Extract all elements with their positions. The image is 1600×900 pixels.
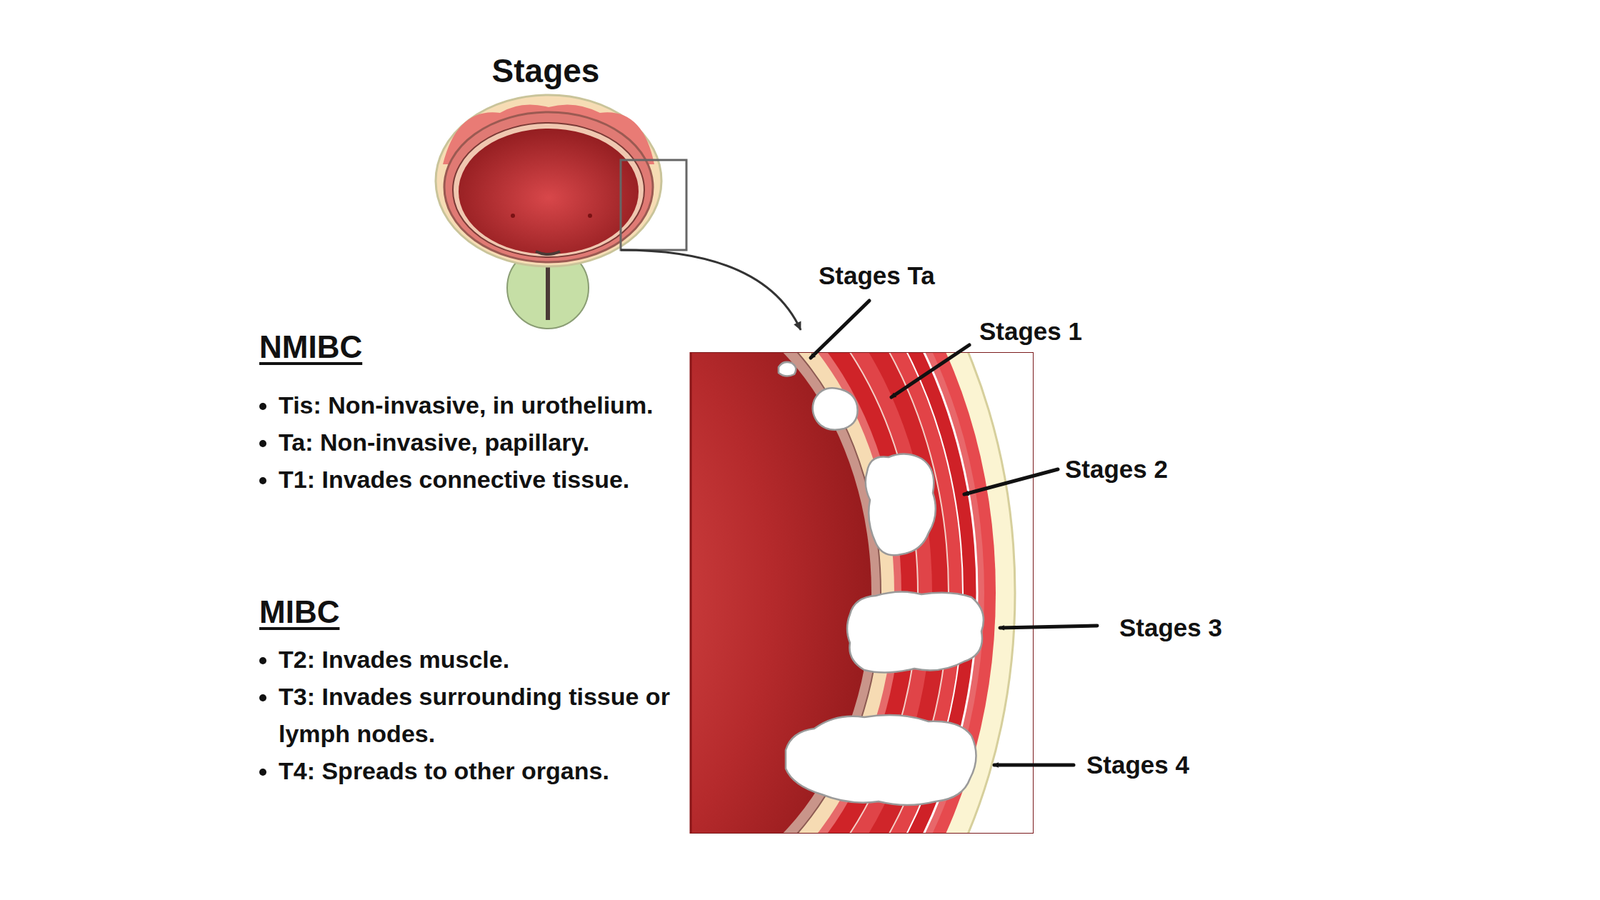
bladder-lining — [452, 122, 645, 258]
stage-definition: T2: Invades muscle. — [278, 640, 679, 678]
stage-label: Stages 2 — [1065, 454, 1168, 485]
leader-arrow — [1000, 625, 1098, 628]
stage-label: Stages 4 — [1086, 750, 1190, 780]
stage-definition: T1: Invades connective tissue. — [278, 460, 679, 498]
tumour-t3 — [847, 591, 984, 673]
stage-label: Stages 3 — [1119, 612, 1223, 643]
stage-label: Stages Ta — [818, 260, 935, 291]
stage-definition: Tis: Non-invasive, in urothelium. — [278, 386, 679, 424]
tumours — [778, 362, 984, 805]
leader-arrows — [810, 300, 1098, 765]
bladder-outer — [435, 95, 662, 267]
bullet-list: T2: Invades muscle.T3: Invades surroundi… — [259, 640, 679, 790]
section-heading: NMIBC — [259, 328, 363, 367]
bladder-lumen — [458, 128, 639, 255]
tumour-t4 — [785, 715, 977, 805]
leader-arrow — [964, 469, 1058, 495]
tumour-ta-small — [778, 362, 796, 377]
leader-arrow — [810, 300, 870, 358]
leader-arrow — [994, 763, 1074, 768]
tumour-t1-t2 — [865, 453, 936, 555]
section-heading: MIBC — [259, 593, 340, 632]
bladder-overview — [435, 95, 801, 330]
bullet-list: Tis: Non-invasive, in urothelium.Ta: Non… — [259, 386, 679, 498]
stage-definition: Ta: Non-invasive, papillary. — [278, 423, 679, 461]
tumour-ta — [812, 387, 858, 430]
stage-definition: T4: Spreads to other organs. — [278, 752, 679, 790]
leader-arrow — [891, 345, 970, 398]
wall-section — [690, 352, 1034, 834]
diagram-title: Stages — [492, 51, 600, 91]
stage-label: Stages 1 — [979, 316, 1083, 347]
stage-definition: T3: Invades surrounding tissue or lymph … — [278, 677, 679, 753]
zoom-box — [620, 160, 687, 250]
zoom-arrow — [620, 250, 801, 330]
